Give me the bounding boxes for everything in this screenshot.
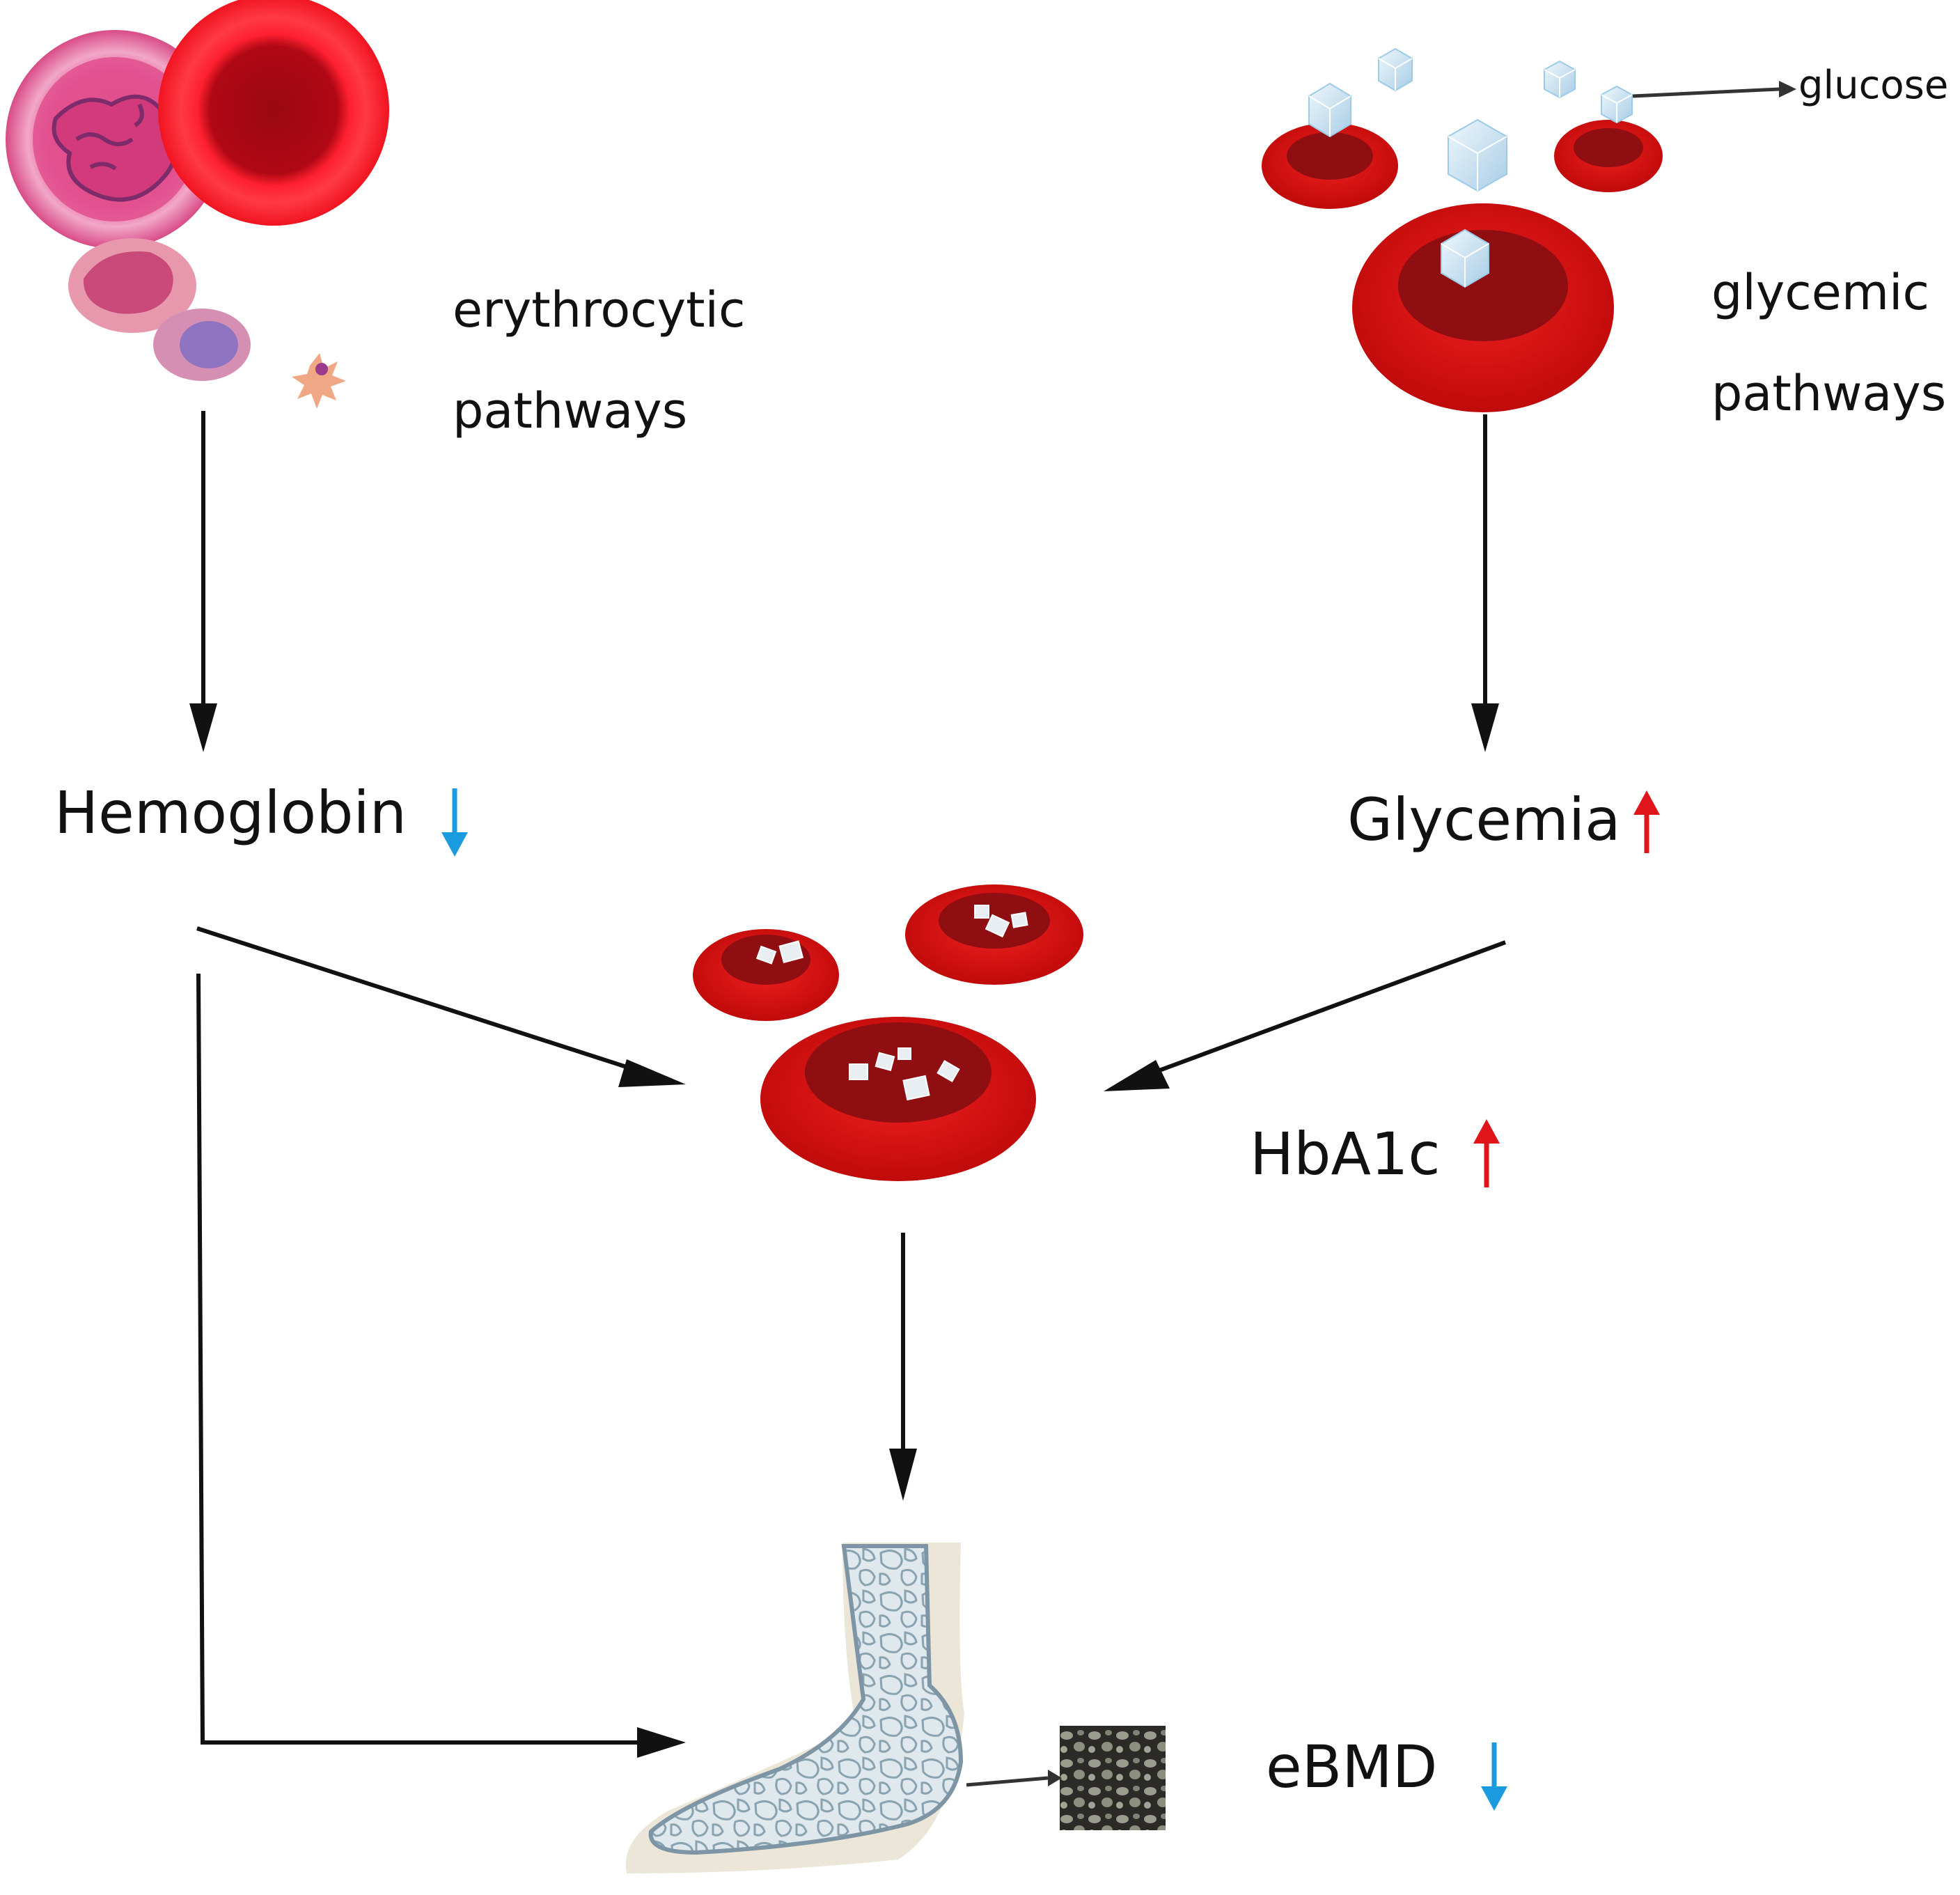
erythrocytic-label: erythrocytic bbox=[453, 281, 746, 338]
glycemia-label: Glycemia bbox=[1347, 786, 1621, 854]
glycated-cubes bbox=[755, 905, 1028, 1101]
arrow-hemoglobin-to-hba1c bbox=[196, 926, 655, 1078]
foot-bones bbox=[648, 1544, 964, 1855]
glucose-pointer bbox=[1632, 87, 1780, 98]
hba1c-label: HbA1c bbox=[1250, 1120, 1441, 1188]
ebmd-down-indicator bbox=[1481, 1742, 1507, 1811]
precursor-cell bbox=[292, 353, 346, 409]
hemoglobin-down-indicator bbox=[441, 788, 468, 857]
foot-bone-illustration bbox=[625, 1543, 1166, 1873]
hba1c-cells-illustration bbox=[693, 884, 1083, 1181]
mature-erythrocyte bbox=[158, 0, 389, 226]
ebmd-label: eBMD bbox=[1266, 1733, 1438, 1801]
arrowheads bbox=[189, 703, 1499, 1758]
bone-inset-pointer bbox=[966, 1776, 1049, 1787]
pathways-left-label: pathways bbox=[453, 382, 688, 439]
hba1c-up-indicator bbox=[1473, 1119, 1500, 1187]
glucose-cubes bbox=[1308, 47, 1633, 288]
arrow-glycemia-to-hba1c bbox=[1134, 940, 1507, 1082]
glycemia-up-indicator bbox=[1633, 790, 1660, 853]
glucose-label: glucose bbox=[1798, 63, 1949, 108]
arrow-hemoglobin-to-ebmd bbox=[196, 973, 654, 1745]
glycemic-cells-illustration bbox=[1262, 47, 1796, 412]
flow-arrows bbox=[196, 411, 1507, 1745]
pathways-right-label: pathways bbox=[1711, 365, 1947, 422]
glycemic-label: glycemic bbox=[1711, 264, 1929, 321]
erythrocytic-cells-illustration bbox=[6, 0, 389, 409]
hemoglobin-label: Hemoglobin bbox=[54, 779, 407, 847]
trabecular-bone-inset bbox=[1060, 1726, 1166, 1830]
